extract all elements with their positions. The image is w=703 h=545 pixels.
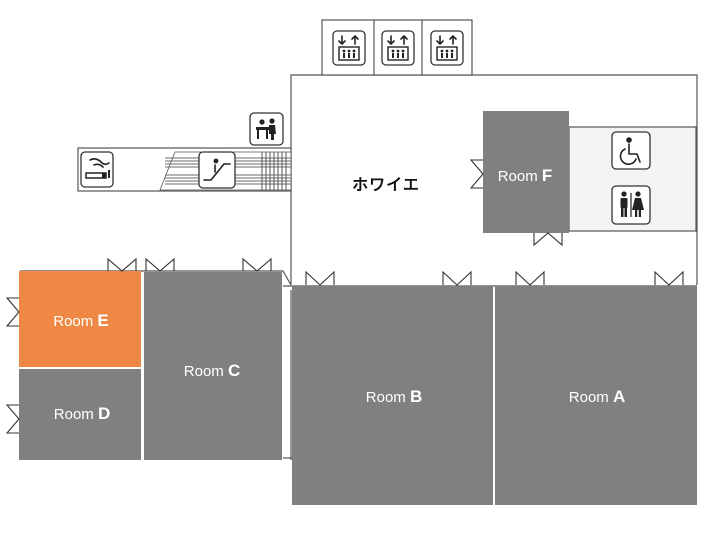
room-f[interactable] (483, 111, 569, 233)
restroom-icon (611, 185, 651, 225)
room-d[interactable] (19, 369, 141, 460)
door-room-a-top-right (654, 270, 684, 286)
elevator-icon (381, 30, 415, 66)
room-a[interactable] (495, 286, 697, 505)
door-room-d-side (5, 404, 20, 434)
door-room-b-top-right (442, 270, 472, 286)
elevator-icon (332, 30, 366, 66)
door-room-c-top-right (242, 257, 272, 272)
room-b-label: Room B (366, 387, 422, 406)
escalator-icon (198, 151, 236, 189)
elevator-icon (430, 30, 464, 66)
door-room-e-side (5, 297, 20, 327)
room-c[interactable] (144, 272, 282, 460)
room-f-label: Room F (498, 166, 553, 185)
door-room-c-top-left (145, 257, 175, 272)
room-e-label: Room E (53, 311, 109, 330)
door-room-a-top-left (515, 270, 545, 286)
doors (5, 159, 684, 434)
reception-icon (249, 112, 284, 146)
room-d-label: Room D (54, 404, 110, 423)
door-room-e-top (107, 257, 137, 272)
room-c-label: Room C (184, 361, 240, 380)
foyer-label: ホワイエ (352, 175, 420, 194)
smoking-area-icon (80, 151, 114, 188)
door-room-b-top-left (305, 270, 335, 286)
door-room-f-side (469, 159, 484, 189)
door-room-f-bottom (533, 232, 563, 247)
room-a-label: Room A (569, 387, 625, 406)
room-e[interactable] (19, 271, 141, 367)
accessible-toilet-icon (611, 131, 651, 170)
room-b[interactable] (292, 286, 493, 505)
